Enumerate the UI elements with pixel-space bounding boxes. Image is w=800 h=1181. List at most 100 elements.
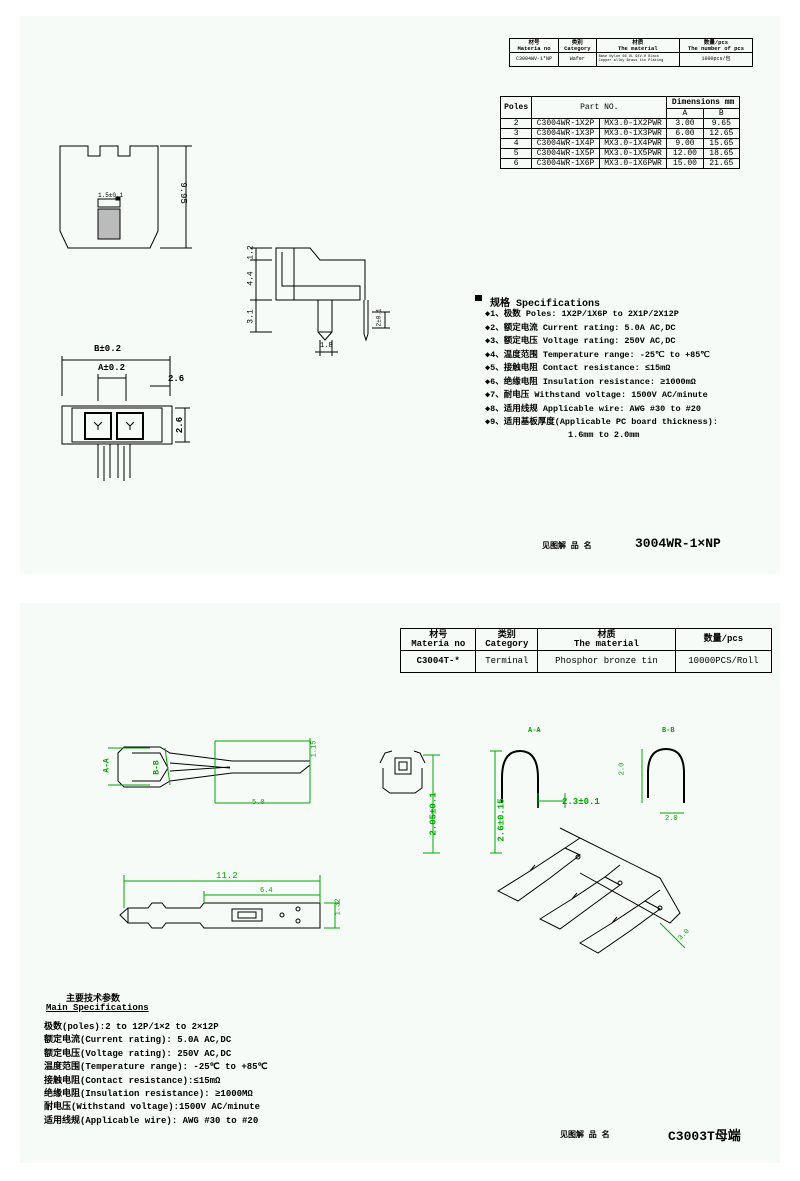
terminal-side-view bbox=[117, 746, 311, 788]
dim-1-8: 1.8 bbox=[320, 342, 333, 350]
dim-2-6-top: 2.6 bbox=[168, 374, 185, 384]
poles-cell-n1: C3004WR-1X2P bbox=[531, 118, 600, 129]
spec-item: 温度范围(Temperature range): -25℃ to +85℃ bbox=[44, 1062, 268, 1073]
section-b-b-dims bbox=[641, 749, 684, 814]
poles-cell-a: 15.00 bbox=[666, 158, 704, 169]
poles-cell-n2: MX3.0-1X2PWR bbox=[598, 118, 668, 129]
part-no-header: Part NO. bbox=[531, 96, 668, 119]
spec-item: 额定电压(Voltage rating): 250V AC,DC bbox=[44, 1048, 232, 1059]
t-mat-h3: 材质 bbox=[597, 629, 616, 640]
mat-h2: 类别 bbox=[571, 39, 583, 46]
t-dim-2-6: 2.6±0.15 bbox=[496, 798, 507, 842]
mat-v2: Wafer bbox=[558, 52, 597, 67]
poles-cell-n1: C3004WR-1X5P bbox=[531, 148, 600, 159]
spec-item: ◆8、适用线规 Applicable wire: AWG #30 to #20 bbox=[485, 403, 701, 414]
wafer-drawing bbox=[59, 145, 482, 481]
poles-cell-n1: C3004WR-1X3P bbox=[531, 128, 600, 139]
poles-cell-n2: MX3.0-1X6PWR bbox=[598, 158, 668, 169]
terminal-end-view bbox=[379, 750, 426, 794]
spec-extra: 1.6mm to 2.0mm bbox=[568, 430, 640, 440]
t-dim-2-0-b: 2.0 bbox=[665, 815, 678, 823]
side-view-outline bbox=[250, 247, 390, 356]
spec-item: 接触电阻(Contact resistance):≤15mΩ bbox=[44, 1075, 221, 1086]
section-label-a-a: A-A bbox=[528, 727, 541, 735]
t-mat-v3: Phosphor bronze tin bbox=[537, 650, 676, 673]
t-mat-h2: 类别 bbox=[497, 629, 516, 640]
terminal-flat-view bbox=[119, 902, 321, 929]
spec-item: ◆2、额定电流 Current rating: 5.0A AC,DC bbox=[485, 322, 676, 333]
poles-cell-n2: MX3.0-1X3PWR bbox=[598, 128, 668, 139]
spec-item: 适用线规(Applicable wire): AWG #30 to #20 bbox=[44, 1115, 259, 1126]
t-mat-h4: 数量/pcs bbox=[674, 628, 773, 651]
t-product-name: C3003T母端 bbox=[668, 1129, 741, 1144]
spec-item: ◆4、温度范围 Temperature range: -25℃ to +85℃ bbox=[485, 349, 710, 360]
spec-item: 绝缘电阻(Insulation resistance): ≥1000MΩ bbox=[44, 1089, 253, 1100]
mat-v3b: Nylon 66 UL 94V-0 Black bbox=[609, 54, 659, 59]
t-dim-6-4: 6.4 bbox=[260, 887, 273, 895]
mat-v3a: Base bbox=[598, 54, 608, 59]
t-mat-h3en: The material bbox=[574, 638, 639, 649]
mat-h1: 材号 bbox=[528, 39, 540, 46]
terminal-side-dims bbox=[108, 738, 311, 804]
bottom-view-outline bbox=[61, 356, 190, 481]
t-footer-label: 见图解 品 名 bbox=[560, 1131, 610, 1140]
poles-cell-a: 9.00 bbox=[666, 138, 704, 149]
t-dim-11-2: 11.2 bbox=[216, 871, 238, 881]
t-dim-2-05: 2.05±0.1 bbox=[428, 792, 439, 836]
spec-item: ◆7、耐电压 Withstand voltage: 1500V AC/minut… bbox=[485, 390, 708, 400]
spec-item: ◆5、接触电阻 Contact resistance: ≤15mΩ bbox=[485, 363, 671, 373]
poles-cell-a: 3.00 bbox=[666, 118, 704, 129]
mat-h3en: The material bbox=[617, 44, 658, 52]
spec-item: ◆3、额定电压 Voltage rating: 250V AC,DC bbox=[485, 336, 676, 346]
t-dim-b-b: B-B bbox=[152, 760, 162, 775]
t-mat-h1: 材号 bbox=[429, 629, 448, 640]
front-view-outline bbox=[59, 145, 192, 249]
t-dim-5-0: 5.0 bbox=[252, 799, 265, 807]
product-name: 3004WR-1×NP bbox=[635, 536, 721, 551]
mat-h1en: Materia no bbox=[517, 44, 551, 52]
flat-view-dims bbox=[123, 875, 340, 929]
mat-h3: 材质 bbox=[632, 39, 644, 46]
reel-dims bbox=[659, 922, 686, 949]
t-dim-2-0: 2.0 bbox=[618, 762, 627, 776]
t-mat-v2: Terminal bbox=[475, 650, 539, 673]
section-b-b bbox=[647, 747, 685, 803]
mat-v3c: Copper alloy bbox=[598, 58, 625, 63]
t-dim-a-a: A-A bbox=[102, 758, 112, 773]
spec-item: ◆1、极数 Poles: 1X2P/1X6P to 2X1P/2X12P bbox=[485, 309, 679, 319]
poles-header: Poles bbox=[499, 96, 533, 119]
t-mat-v1: C3004T-* bbox=[399, 650, 477, 673]
t-mat-v4: 10000PCS/Roll bbox=[674, 650, 773, 673]
section-a-a bbox=[501, 749, 539, 808]
poles-cell-p: 6 bbox=[499, 158, 533, 169]
poles-cell-a: 12.00 bbox=[666, 148, 704, 159]
main-spec-title: 主要技术参数 bbox=[66, 994, 121, 1004]
poles-cell-b: 18.65 bbox=[702, 148, 741, 159]
t-dim-1-15: 1.15 bbox=[310, 740, 319, 758]
footer-label: 见图解 品 名 bbox=[542, 542, 592, 551]
dimensions-header: Dimensions mm bbox=[666, 96, 740, 109]
dim-a-header: A bbox=[666, 108, 704, 119]
dim-9-95: 9.95 bbox=[177, 182, 188, 204]
dim-2: 2±0.1 bbox=[375, 308, 383, 327]
t-mat-h2en: Category bbox=[485, 638, 529, 649]
main-spec-title-en: Main Specifications bbox=[46, 1003, 149, 1013]
mat-v4: 1000pcs/包 bbox=[678, 52, 754, 67]
poles-cell-p: 2 bbox=[499, 118, 533, 129]
poles-cell-p: 5 bbox=[499, 148, 533, 159]
poles-cell-b: 21.65 bbox=[702, 158, 741, 169]
dim-b: B±0.2 bbox=[94, 344, 122, 354]
dim-3-1: 3.1 bbox=[246, 309, 256, 324]
spec-item: 耐电压(Withstand voltage):1500V AC/minute bbox=[44, 1102, 261, 1113]
poles-cell-b: 15.65 bbox=[702, 138, 741, 149]
section-label-b-b: B-B bbox=[662, 727, 675, 735]
poles-cell-a: 6.00 bbox=[666, 128, 704, 139]
